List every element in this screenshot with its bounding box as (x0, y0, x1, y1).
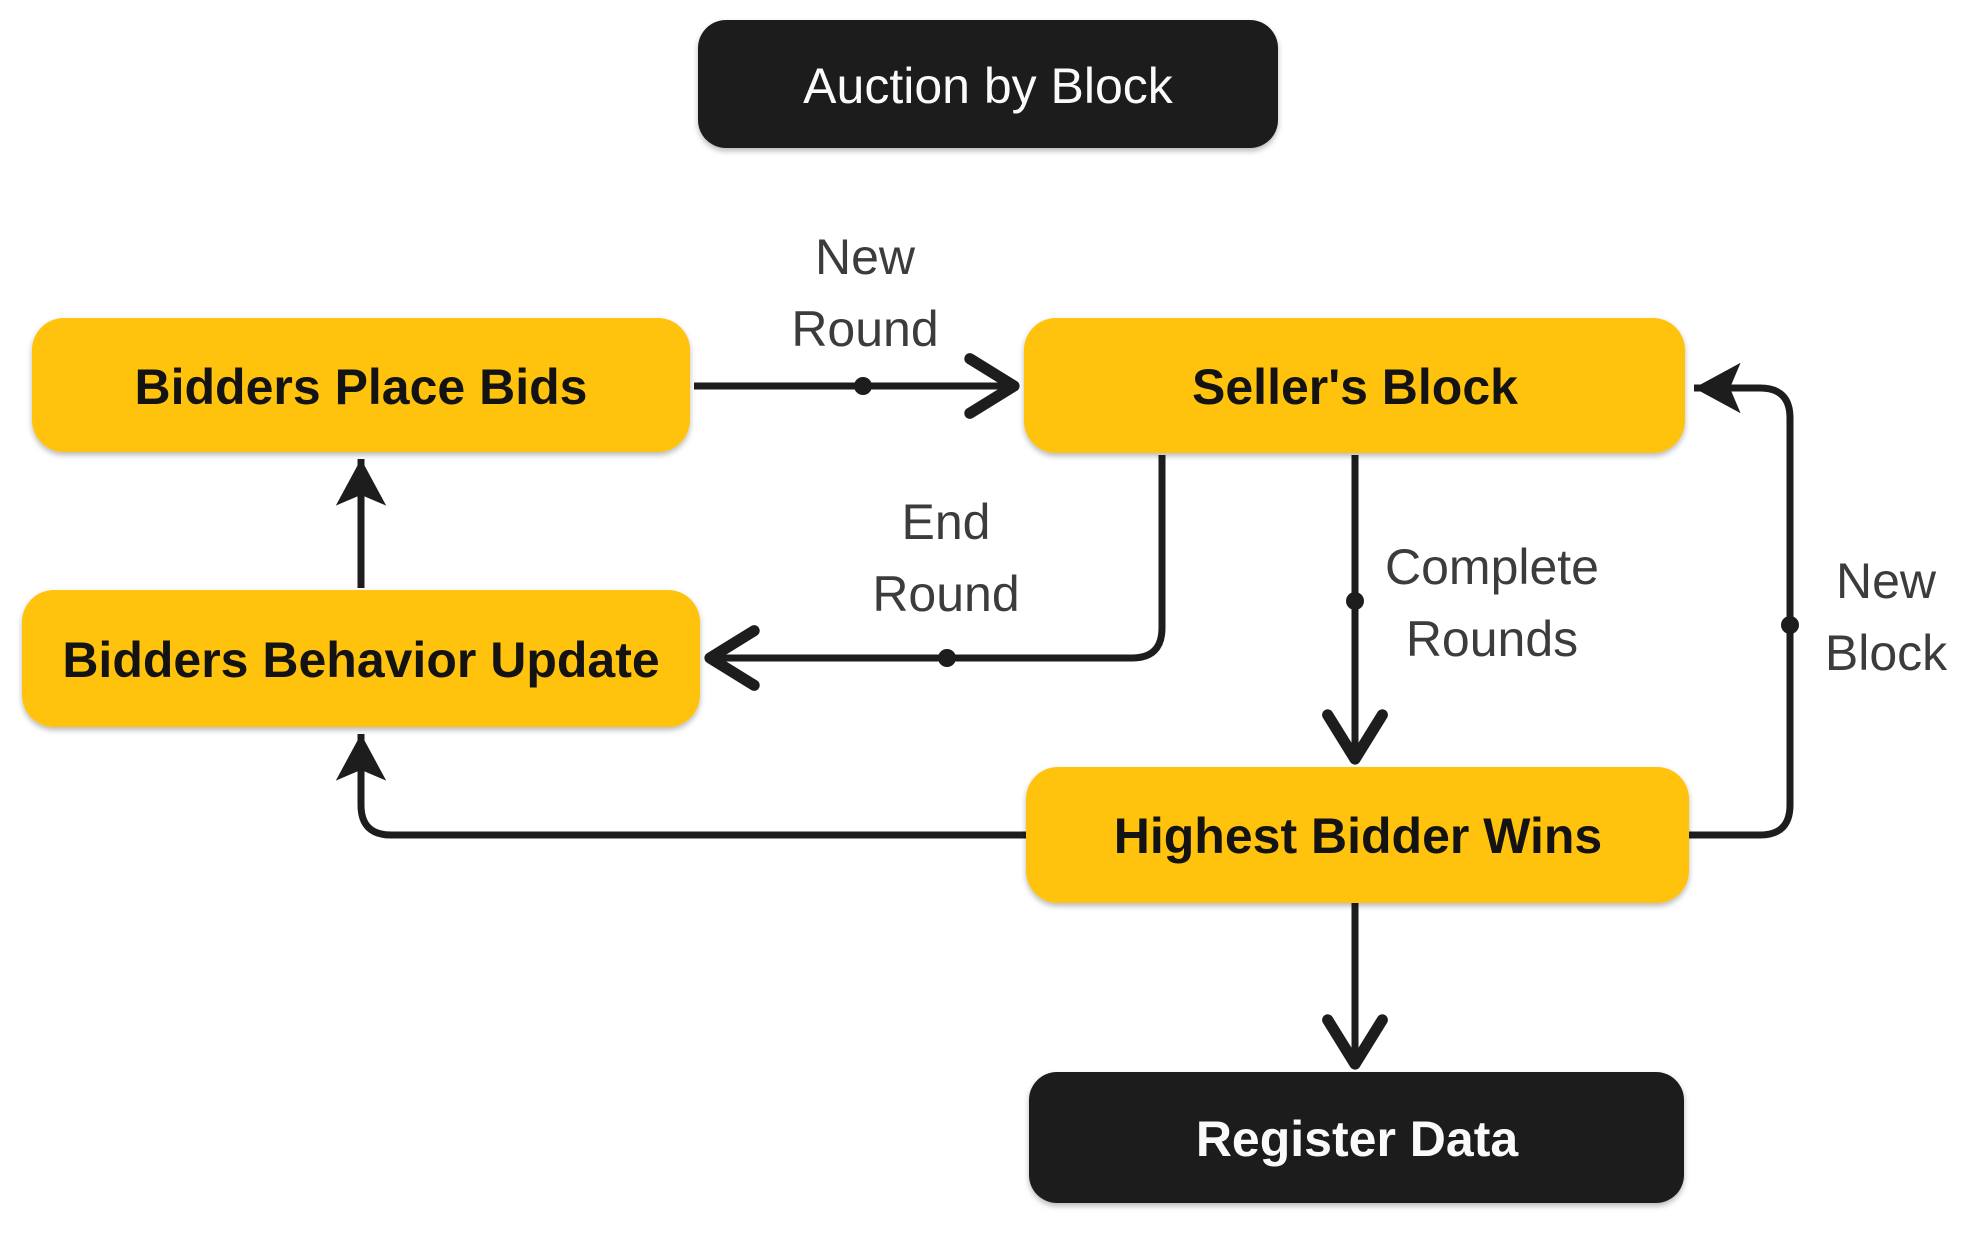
node-title: Auction by Block (698, 20, 1278, 148)
node-bidders-place-bids: Bidders Place Bids (32, 318, 690, 452)
node-highest-bidder-wins: Highest Bidder Wins (1026, 767, 1689, 903)
sellers-block-label: Seller's Block (1192, 359, 1518, 415)
edge-end-round (704, 455, 1166, 691)
bidders-behavior-update-box (22, 590, 700, 727)
edge-wins-to-update (335, 734, 1026, 839)
edge-label-new-round-line2: Round (791, 301, 938, 357)
edge-labels-group: New Round End Round Complete Rounds New … (791, 229, 1948, 681)
highest-bidder-wins-box (1026, 767, 1689, 903)
node-register-data: Register Data (1029, 1072, 1684, 1203)
edge-dot-complete-rounds (1346, 592, 1364, 610)
register-data-label: Register Data (1196, 1111, 1520, 1167)
bidders-place-bids-box (32, 318, 690, 452)
highest-bidder-wins-label: Highest Bidder Wins (1114, 808, 1602, 864)
title-box (698, 20, 1278, 148)
node-bidders-behavior-update: Bidders Behavior Update (22, 590, 700, 727)
edge-label-new-round-line1: New (815, 229, 916, 285)
edge-label-new-block-line1: New (1836, 553, 1937, 609)
edge-dot-new-round (854, 377, 872, 395)
register-data-box (1029, 1072, 1684, 1203)
node-sellers-block: Seller's Block (1024, 318, 1685, 453)
bidders-place-bids-label: Bidders Place Bids (135, 359, 588, 415)
edge-group (335, 353, 1799, 1070)
diagram-title: Auction by Block (803, 58, 1174, 114)
edge-label-complete-rounds-line1: Complete (1385, 539, 1599, 595)
edge-dot-end-round (938, 649, 956, 667)
edge-new-block (1687, 362, 1794, 839)
sellers-block-box (1024, 318, 1685, 453)
edge-dot-new-block (1781, 616, 1799, 634)
edge-label-end-round-line2: Round (872, 566, 1019, 622)
edge-label-end-round-line1: End (902, 494, 991, 550)
edge-label-new-block-line2: Block (1825, 625, 1948, 681)
edge-label-complete-rounds-line2: Rounds (1406, 611, 1578, 667)
bidders-behavior-update-label: Bidders Behavior Update (62, 632, 659, 688)
